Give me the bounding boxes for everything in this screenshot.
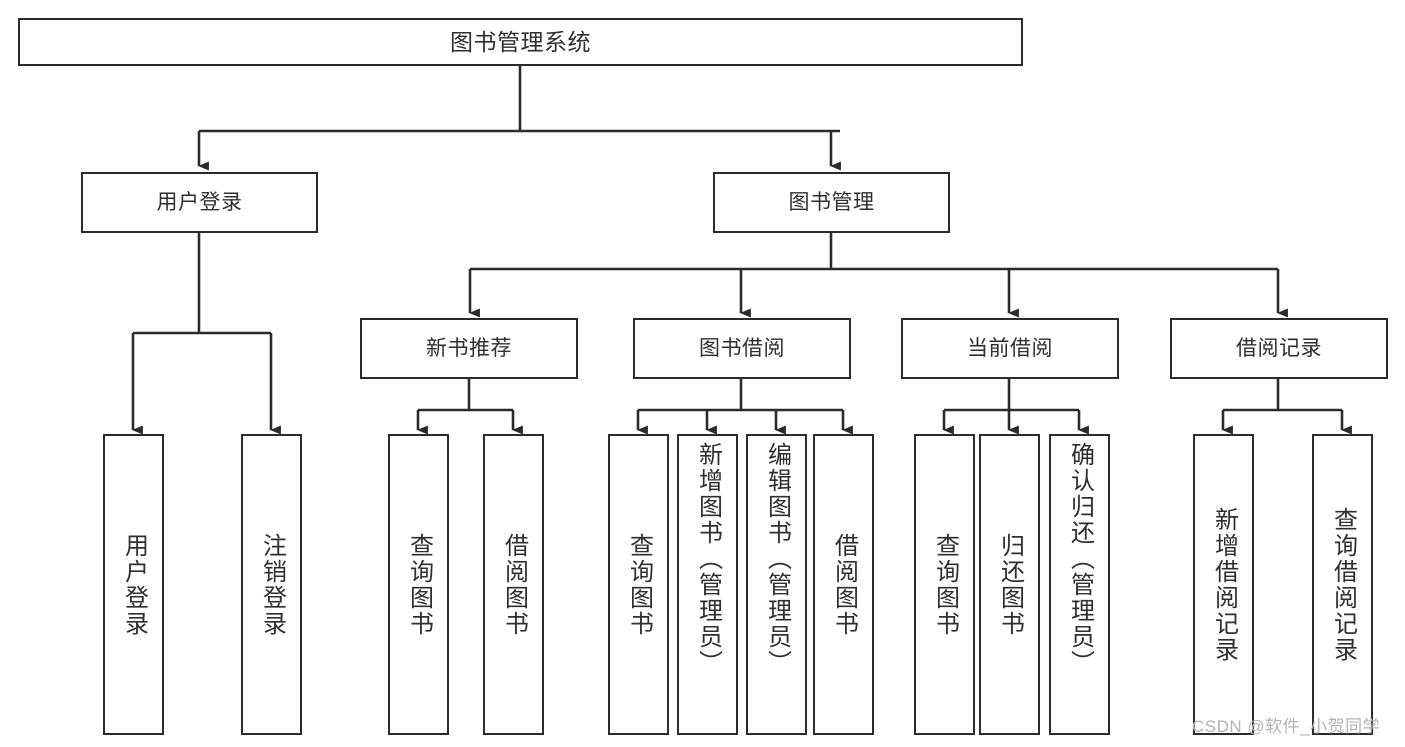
node-leaf-query-book-borrow-label: 查询图书 bbox=[625, 532, 653, 637]
node-leaf-query-book-recommend[interactable]: 查询图书 bbox=[388, 434, 449, 735]
node-borrow-record[interactable]: 借阅记录 bbox=[1170, 318, 1388, 379]
node-leaf-add-borrow-record[interactable]: 新增借阅记录 bbox=[1193, 434, 1254, 735]
node-current-borrow-label: 当前借阅 bbox=[967, 336, 1053, 360]
node-leaf-query-book-current[interactable]: 查询图书 bbox=[914, 434, 975, 735]
node-leaf-query-borrow-record-label: 查询借阅记录 bbox=[1329, 506, 1357, 663]
node-leaf-borrow-book-label: 借阅图书 bbox=[830, 532, 858, 637]
node-leaf-query-borrow-record[interactable]: 查询借阅记录 bbox=[1312, 434, 1373, 735]
node-book-borrow[interactable]: 图书借阅 bbox=[633, 318, 851, 379]
node-leaf-add-book-admin-label: 新增图书（管理员） bbox=[694, 442, 722, 676]
node-leaf-edit-book-admin[interactable]: 编辑图书（管理员） bbox=[746, 434, 807, 735]
node-current-borrow[interactable]: 当前借阅 bbox=[901, 318, 1119, 379]
node-borrow-record-label: 借阅记录 bbox=[1236, 336, 1322, 360]
node-leaf-confirm-return-admin[interactable]: 确认归还（管理员） bbox=[1049, 434, 1110, 735]
node-leaf-edit-book-admin-label: 编辑图书（管理员） bbox=[763, 442, 791, 676]
node-leaf-query-book-borrow[interactable]: 查询图书 bbox=[608, 434, 669, 735]
node-user-login-label: 用户登录 bbox=[156, 190, 243, 214]
node-new-book-recommend[interactable]: 新书推荐 bbox=[360, 318, 578, 379]
node-user-login[interactable]: 用户登录 bbox=[81, 172, 318, 233]
node-book-management-label: 图书管理 bbox=[788, 190, 875, 214]
node-leaf-user-login-label: 用户登录 bbox=[120, 532, 148, 637]
node-book-management[interactable]: 图书管理 bbox=[713, 172, 950, 233]
node-root-system[interactable]: 图书管理系统 bbox=[18, 18, 1023, 66]
node-leaf-logout[interactable]: 注销登录 bbox=[241, 434, 302, 735]
node-leaf-return-book[interactable]: 归还图书 bbox=[979, 434, 1040, 735]
node-leaf-user-login[interactable]: 用户登录 bbox=[103, 434, 164, 735]
node-leaf-add-book-admin[interactable]: 新增图书（管理员） bbox=[677, 434, 738, 735]
csdn-watermark: CSDN @软件_小贺同学 bbox=[1192, 717, 1381, 736]
node-leaf-return-book-label: 归还图书 bbox=[996, 532, 1024, 637]
node-leaf-add-borrow-record-label: 新增借阅记录 bbox=[1210, 506, 1238, 663]
node-leaf-logout-label: 注销登录 bbox=[258, 532, 286, 637]
node-leaf-query-book-current-label: 查询图书 bbox=[931, 532, 959, 637]
node-leaf-borrow-book-recommend[interactable]: 借阅图书 bbox=[483, 434, 544, 735]
node-book-borrow-label: 图书借阅 bbox=[699, 336, 785, 360]
node-leaf-confirm-return-admin-label: 确认归还（管理员） bbox=[1066, 442, 1094, 676]
node-new-book-recommend-label: 新书推荐 bbox=[426, 336, 512, 360]
node-leaf-borrow-book-recommend-label: 借阅图书 bbox=[500, 532, 528, 637]
node-root-system-label: 图书管理系统 bbox=[450, 28, 591, 55]
node-leaf-borrow-book[interactable]: 借阅图书 bbox=[813, 434, 874, 735]
node-leaf-query-book-recommend-label: 查询图书 bbox=[405, 532, 433, 637]
